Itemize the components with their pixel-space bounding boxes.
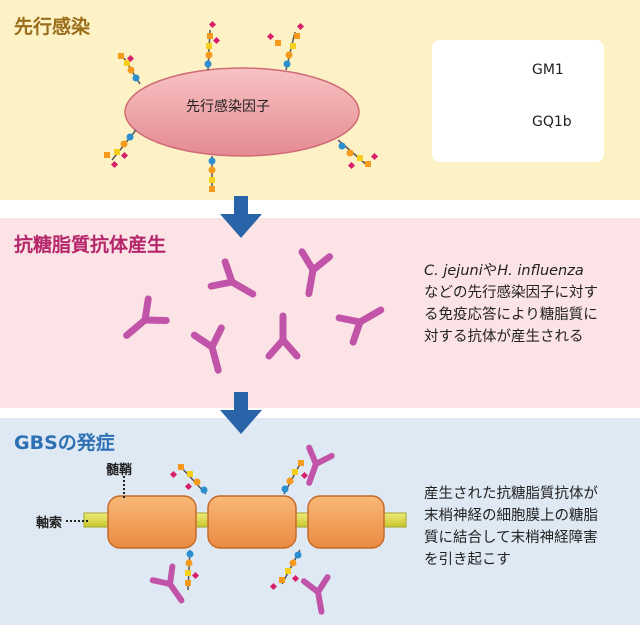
- legend-gm1-label: GM1: [532, 62, 564, 78]
- panel3-description-line-4: を引き起こす: [424, 552, 511, 568]
- infectious-agent-cell: [124, 67, 360, 157]
- glycan-chains-panel3: [169, 460, 309, 591]
- legend-box: GM1 GQ1b: [432, 40, 604, 162]
- glycan-bottom-middle: [208, 156, 216, 192]
- myelin-segment-1: [107, 495, 197, 549]
- glycan-nerve-bottom-1: [185, 549, 200, 591]
- panel2-description-line-2: などの先行感染因子に対す: [424, 285, 598, 301]
- glycan-top-left: [118, 53, 141, 85]
- panel2-description-line-4: 対する抗体が産生される: [424, 329, 584, 345]
- species-c-jejuni: C. jejuni: [424, 263, 483, 279]
- panel1-title: 先行感染: [14, 16, 91, 38]
- panel2-description-line-1: C. jejuniやH. influenza: [424, 260, 624, 282]
- glycan-nerve-bottom-2: [269, 549, 302, 591]
- myelin-label: 髄鞘: [106, 463, 133, 478]
- glycan-nerve-top-1: [169, 464, 208, 495]
- myelin-segment-3: [307, 495, 385, 549]
- panel3-description-line-3: 質に結合して末梢神経障害: [424, 530, 598, 546]
- panel3-title: GBSの発症: [14, 432, 115, 454]
- glycan-bottom-left: [104, 129, 137, 169]
- panel-antibody-production: [0, 218, 640, 408]
- glycan-nerve-top-2: [281, 460, 309, 495]
- arrow-down-2: [220, 392, 262, 434]
- antibodies-panel3: [149, 444, 335, 615]
- antibodies-panel2: [123, 248, 385, 374]
- conjunction: や: [482, 263, 498, 279]
- panel3-description: 産生された抗糖脂質抗体が 末梢神経の細胞膜上の糖脂 質に結合して末梢神経障害 を…: [424, 483, 624, 571]
- glycan-bottom-right: [337, 139, 379, 170]
- axon-label: 軸索: [36, 516, 63, 531]
- species-h-influenza: H. influenza: [497, 263, 584, 279]
- infectious-agent-label: 先行感染因子: [186, 99, 270, 115]
- arrow-down-1: [220, 196, 262, 238]
- myelin-segment-2: [207, 495, 297, 549]
- panel3-description-line-2: 末梢神経の細胞膜上の糖脂: [424, 508, 598, 524]
- glycan-top-middle: [204, 20, 221, 71]
- panel2-description: C. jejuniやH. influenza などの先行感染因子に対す る免疫応…: [424, 260, 624, 348]
- panel3-description-line-1: 産生された抗糖脂質抗体が: [424, 486, 598, 502]
- panel2-title: 抗糖脂質抗体産生: [14, 234, 167, 256]
- glycan-top-right: [266, 22, 305, 71]
- glycan-chains-panel1: [104, 20, 379, 192]
- legend-gq1b-label: GQ1b: [532, 114, 572, 130]
- panel2-description-line-3: る免疫応答により糖脂質に: [424, 307, 598, 323]
